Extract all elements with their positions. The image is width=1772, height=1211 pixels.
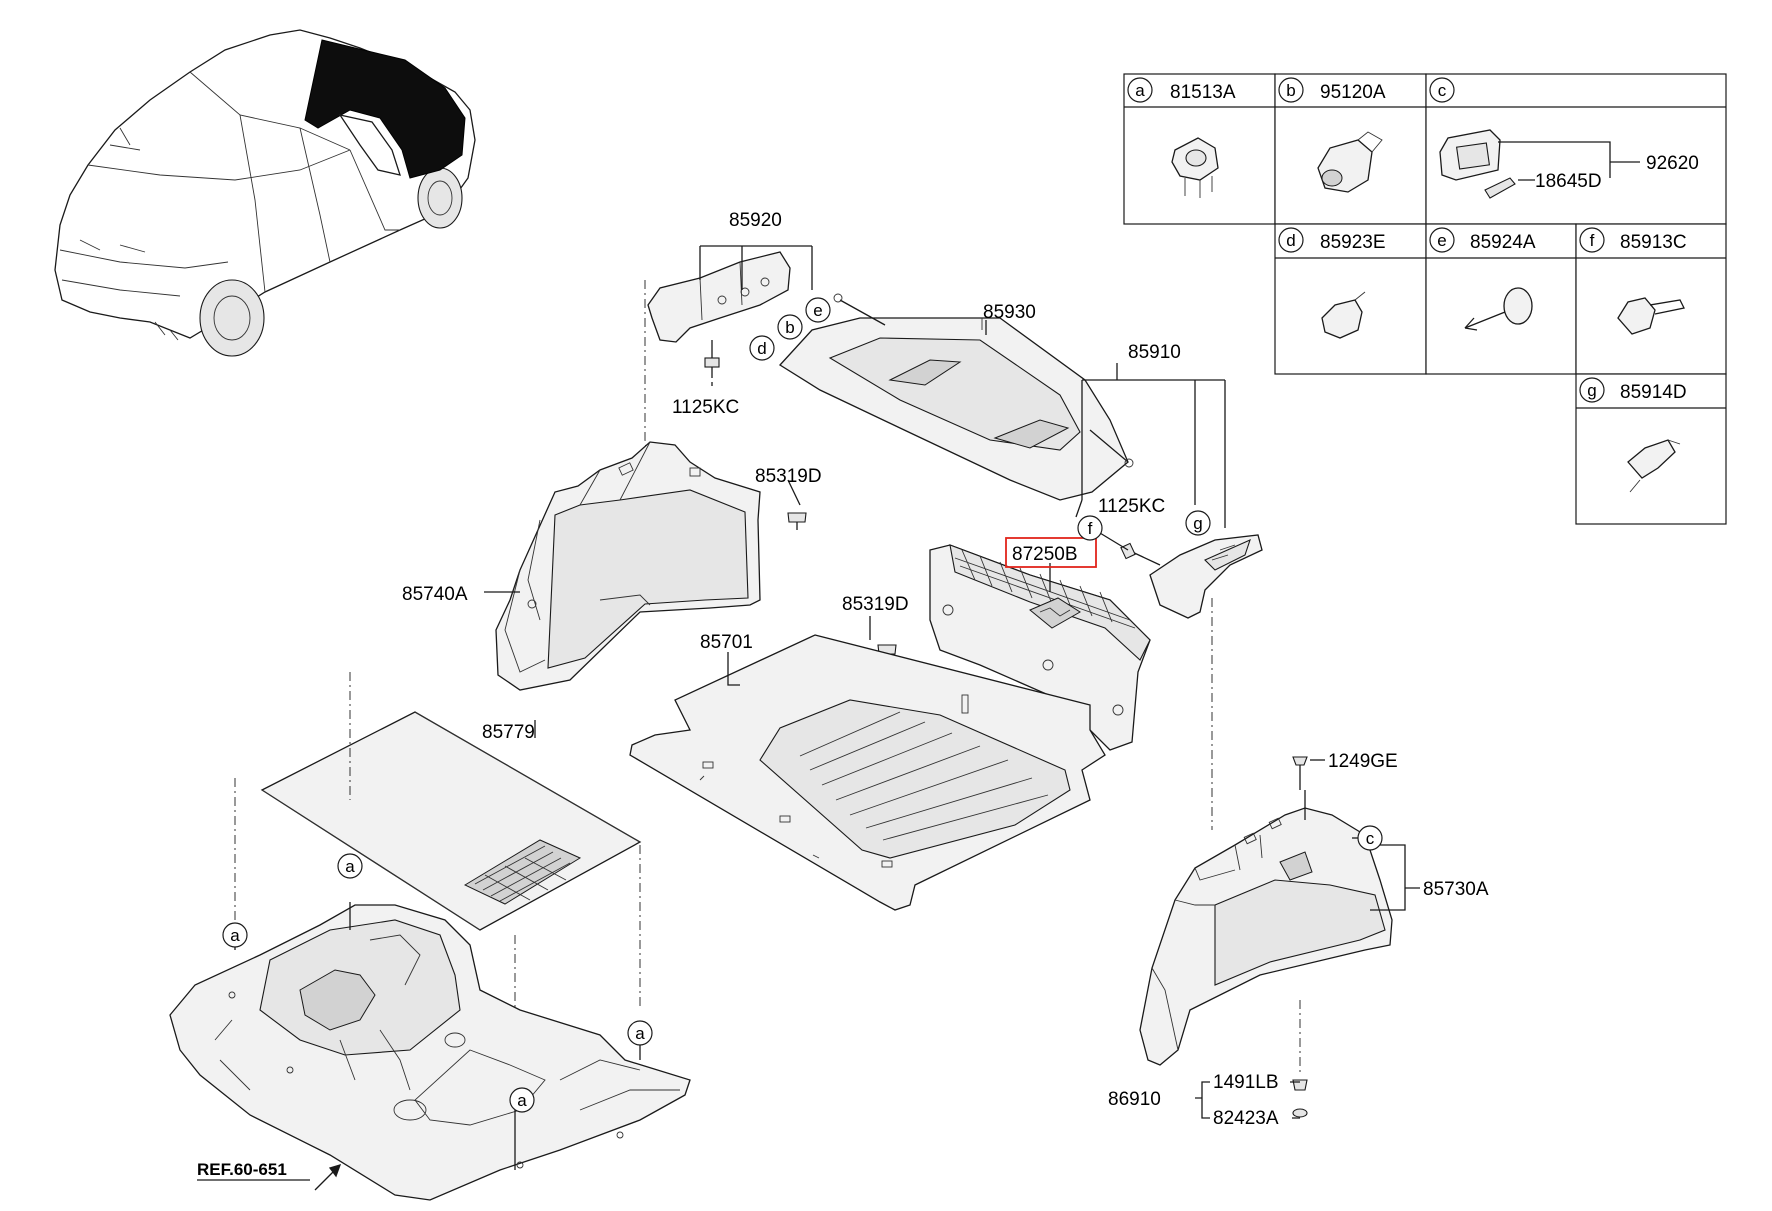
part-85930 <box>778 293 1134 501</box>
legend-part-f: 85913C <box>1620 232 1687 253</box>
part-87250b <box>929 544 1151 751</box>
svg-text:g: g <box>1587 381 1596 400</box>
svg-text:a: a <box>230 926 240 945</box>
legend-table: a 81513A b 95120A c 18645D 92620 <box>1123 73 1727 525</box>
screw-1249ge <box>1292 756 1308 790</box>
part-85701 <box>629 634 1106 911</box>
callout-c-diagram: c <box>1357 825 1383 851</box>
label-85930: 85930 <box>983 302 1036 323</box>
callout-b: b <box>777 314 803 340</box>
svg-text:c: c <box>1438 81 1447 100</box>
fasteners-86910 <box>1292 1000 1308 1118</box>
svg-text:b: b <box>1286 81 1295 100</box>
legend-cell-f: f 85913C <box>1579 227 1687 335</box>
legend-part-c-lamp: 92620 <box>1646 153 1699 174</box>
svg-text:d: d <box>757 339 766 358</box>
callout-a-2: a <box>222 922 248 948</box>
svg-text:e: e <box>813 301 822 320</box>
legend-part-c-bulb: 18645D <box>1535 171 1602 192</box>
svg-text:c: c <box>1366 829 1375 848</box>
label-1491lb: 1491LB <box>1213 1072 1279 1093</box>
svg-text:f: f <box>1088 519 1093 538</box>
legend-part-g: 85914D <box>1620 382 1687 403</box>
label-85319d-lower: 85319D <box>842 594 909 615</box>
label-1249ge: 1249GE <box>1328 751 1398 772</box>
legend-part-d: 85923E <box>1320 232 1386 253</box>
label-85910: 85910 <box>1128 342 1181 363</box>
legend-cell-c: c 18645D 92620 <box>1429 77 1699 199</box>
label-1125kc-right: 1125KC <box>1098 496 1165 517</box>
svg-text:a: a <box>517 1091 527 1110</box>
part-85779 <box>234 672 642 1080</box>
label-85319d-top: 85319D <box>755 466 822 487</box>
vehicle-locator <box>54 29 476 357</box>
label-85779: 85779 <box>482 722 535 743</box>
callout-e: e <box>805 297 831 323</box>
legend-part-b: 95120A <box>1320 82 1386 103</box>
callout-a-3: a <box>627 1020 653 1046</box>
label-85701: 85701 <box>700 632 753 653</box>
svg-text:f: f <box>1590 231 1595 250</box>
callout-a-1: a <box>337 853 363 879</box>
callout-f: f <box>1077 515 1103 541</box>
svg-text:d: d <box>1286 231 1295 250</box>
part-85730a <box>1139 598 1393 1066</box>
legend-part-e: 85924A <box>1470 232 1536 253</box>
legend-cell-d: d 85923E <box>1278 227 1386 339</box>
callout-d: d <box>749 335 775 361</box>
legend-part-a: 81513A <box>1170 82 1236 103</box>
callout-g: g <box>1185 510 1211 536</box>
label-87250b: 87250B <box>1012 544 1078 565</box>
legend-cell-b: b 95120A <box>1278 77 1386 193</box>
callout-a-4: a <box>509 1087 535 1113</box>
legend-cell-e: e 85924A <box>1429 227 1536 331</box>
label-1125kc-left: 1125KC <box>672 397 739 418</box>
bolt-1125kc-left <box>704 340 720 378</box>
label-82423a: 82423A <box>1213 1108 1279 1129</box>
floor-pan <box>169 904 691 1201</box>
svg-text:a: a <box>635 1024 645 1043</box>
highlight-87250b <box>1005 537 1097 568</box>
label-85740a: 85740A <box>402 584 468 605</box>
leader-lines <box>234 320 1420 1170</box>
svg-text:a: a <box>345 857 355 876</box>
svg-text:e: e <box>1437 231 1446 250</box>
legend-cell-a: a 81513A <box>1127 77 1236 198</box>
label-85920: 85920 <box>729 210 782 231</box>
bolt-1125kc-right <box>1120 542 1161 566</box>
label-86910: 86910 <box>1108 1089 1161 1110</box>
label-85730a: 85730A <box>1423 879 1489 900</box>
part-labels: 85920 85930 85910 1125KC 85319D 1125KC 8… <box>197 210 1489 1181</box>
part-85920 <box>644 245 813 501</box>
svg-text:a: a <box>1135 81 1145 100</box>
clip-85319d-top <box>787 512 807 530</box>
part-85740a <box>495 441 761 691</box>
label-ref: REF.60-651 <box>197 1160 287 1179</box>
part-85910 <box>1081 379 1263 619</box>
svg-text:g: g <box>1193 514 1202 533</box>
legend-cell-g: g 85914D <box>1579 377 1687 493</box>
diagram-callouts: d b e f g c a a a a <box>222 297 1383 1113</box>
svg-text:b: b <box>785 318 794 337</box>
